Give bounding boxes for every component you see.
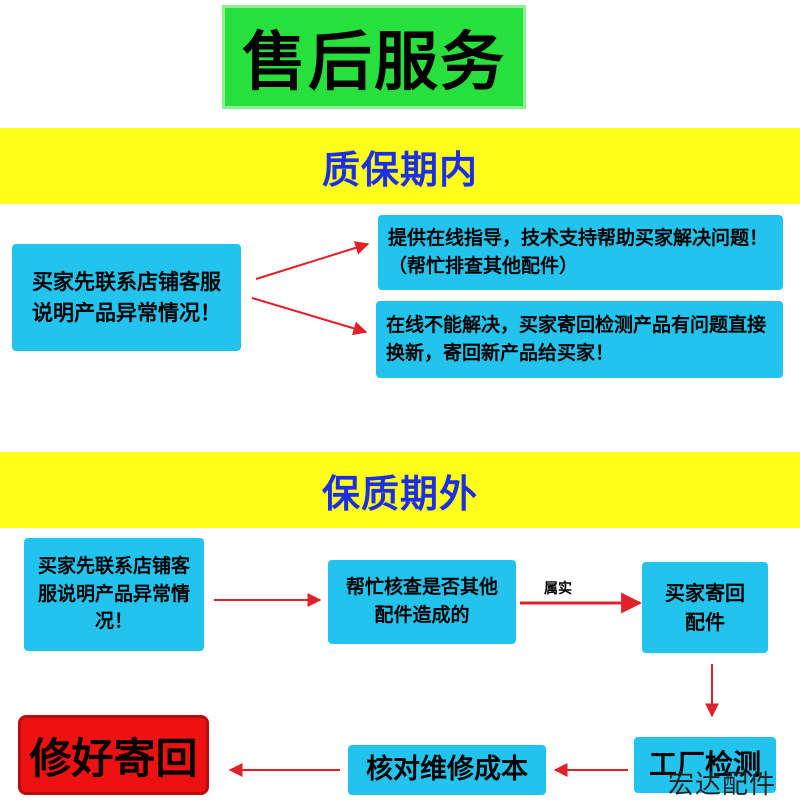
repair-return-box: 修好寄回 <box>18 715 209 795</box>
repair-cost-text: 核对维修成本 <box>366 754 528 786</box>
out-warranty-start-text: 买家先联系店铺客服说明产品异常情况！ <box>37 555 190 633</box>
factory-inspection-box: 工厂检测 <box>634 737 776 793</box>
check-other-parts-box: 帮忙核查是否其他配件造成的 <box>328 560 516 644</box>
section-heading-in-warranty: 质保期内 <box>0 128 800 204</box>
out-warranty-start-box: 买家先联系店铺客服说明产品异常情况！ <box>24 538 204 651</box>
in-warranty-start-box: 买家先联系店铺客服说明产品异常情况！ <box>12 244 241 351</box>
arrow-to-option-b <box>251 297 368 336</box>
in-warranty-option-b-text: 在线不能解决，买家寄回检测产品有问题直接换新，寄回新产品给买家！ <box>386 313 767 364</box>
in-warranty-option-a-text: 提供在线指导，技术支持帮助买家解决问题！（帮忙排查其他配件） <box>388 226 769 277</box>
repair-return-text: 修好寄回 <box>29 733 198 783</box>
buyer-send-back-box: 买家寄回配件 <box>642 562 768 653</box>
watermark-text: 宏达配件 <box>668 770 777 800</box>
check-other-parts-text: 帮忙核查是否其他配件造成的 <box>345 576 498 626</box>
in-warranty-start-text: 买家先联系店铺客服说明产品异常情况！ <box>32 270 221 325</box>
page-title: 售后服务 <box>222 5 526 109</box>
section-heading-out-warranty: 保质期外 <box>0 452 800 528</box>
in-warranty-option-a-box: 提供在线指导，技术支持帮助买家解决问题！（帮忙排查其他配件） <box>378 215 783 290</box>
factory-inspection-text: 工厂检测 <box>648 747 761 781</box>
repair-cost-box: 核对维修成本 <box>348 745 546 795</box>
in-warranty-option-b-box: 在线不能解决，买家寄回检测产品有问题直接换新，寄回新产品给买家！ <box>376 301 783 378</box>
arrow-to-option-a <box>255 241 370 280</box>
arrow-label-confirmed: 属实 <box>544 581 572 597</box>
buyer-send-back-text: 买家寄回配件 <box>665 580 745 634</box>
